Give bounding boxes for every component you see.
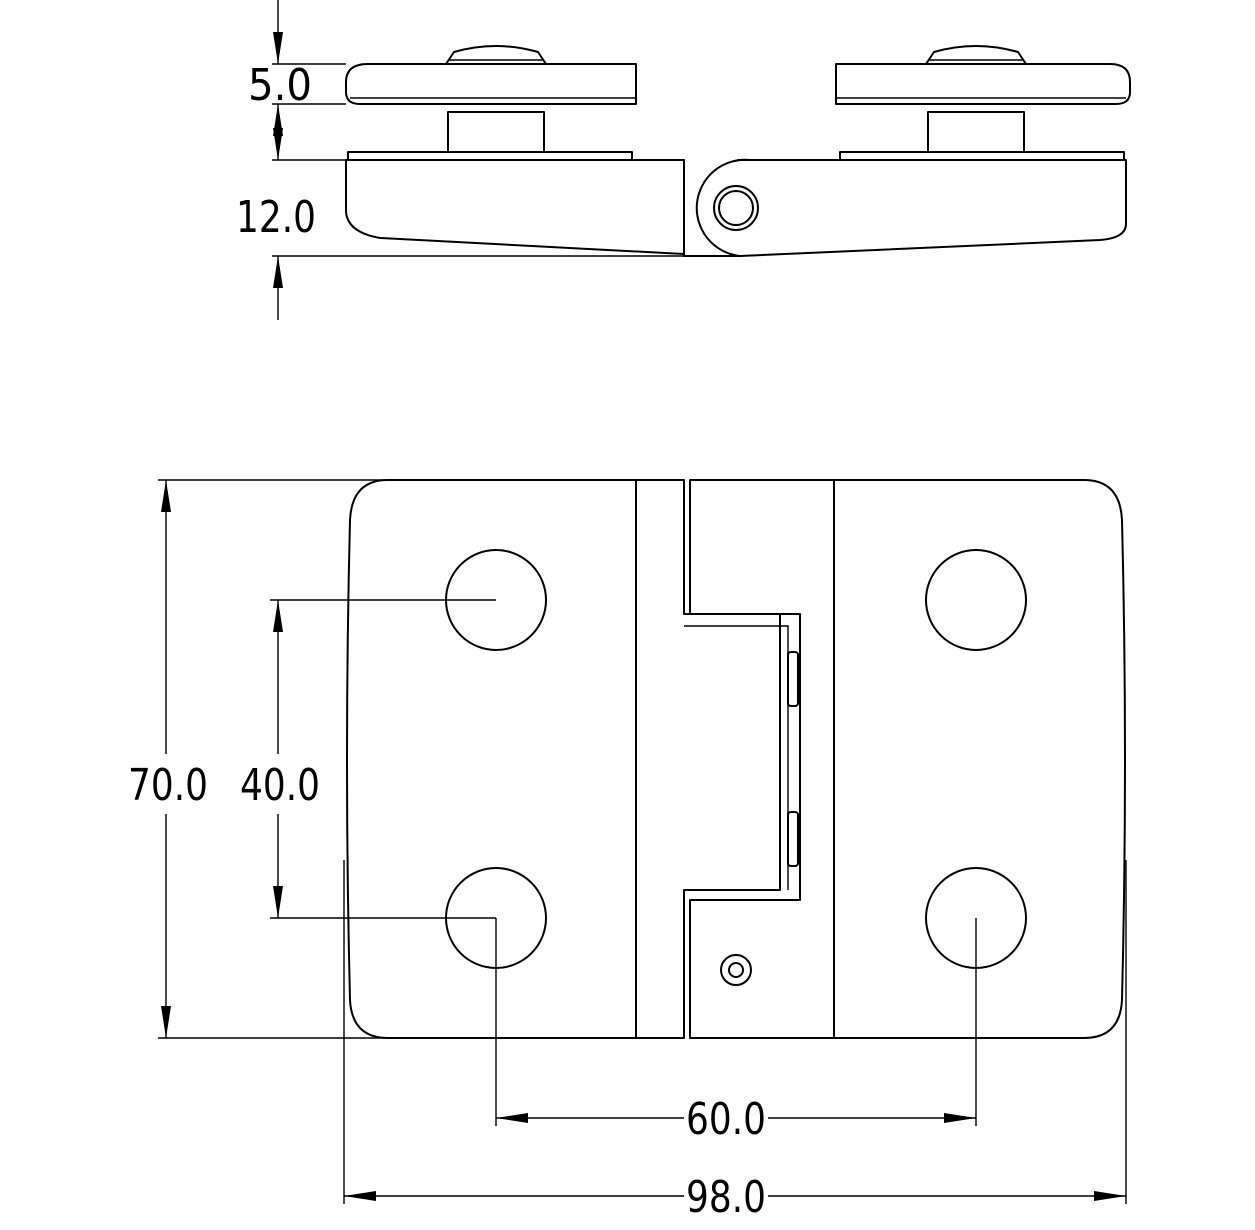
right-leaf-outline	[689, 479, 1126, 1039]
tongue-slot-lower	[787, 811, 799, 867]
dim-arrow-pitch-bottom	[273, 886, 283, 918]
dim-arrow-body-bottom	[273, 256, 283, 288]
dim-label-hole-pitch-horizontal: 60.0	[686, 1094, 766, 1145]
left-cap-plate	[345, 63, 637, 105]
dim-arrow-pitch-right	[944, 1113, 976, 1123]
dim-arrow-pitch-top	[273, 600, 283, 632]
dim-label-overall-width: 98.0	[686, 1172, 766, 1223]
right-post	[927, 111, 1025, 153]
left-leaf-outline	[346, 479, 781, 1039]
hinge-knuckle	[695, 158, 751, 257]
dim-label-hole-pitch-vertical: 40.0	[240, 760, 320, 811]
dim-label-overall-height: 70.0	[128, 760, 208, 811]
mounting-hole-top-right	[925, 549, 1027, 651]
dim-arrow-cap-down	[273, 32, 283, 64]
tongue-inner-line	[684, 625, 789, 890]
dim-arrow-width-left	[344, 1191, 376, 1201]
dim-arrow-height-bottom	[161, 1006, 171, 1038]
side-view-dimensions: 5.0 12.0	[236, 0, 684, 320]
dim-label-cap-height: 5.0	[248, 60, 312, 111]
set-screw-inner	[728, 962, 744, 978]
right-cap-dome	[925, 45, 1027, 65]
set-screw-outer	[720, 954, 752, 986]
dim-arrow-width-right	[1094, 1191, 1126, 1201]
front-view-dimensions: 70.0 40.0 60.0 98.0	[128, 479, 1127, 1223]
pivot-pin-inner	[718, 190, 754, 226]
front-view	[346, 479, 1126, 1039]
left-cap-dome	[445, 45, 547, 65]
side-view	[345, 45, 1131, 257]
dim-arrow-height-top	[161, 480, 171, 512]
left-post	[447, 111, 545, 153]
right-leaf-body	[737, 159, 1127, 257]
left-washer	[347, 151, 633, 161]
tongue-slot-upper	[787, 651, 799, 707]
dim-label-body-thickness: 12.0	[236, 192, 316, 243]
left-leaf-body	[345, 159, 685, 255]
pivot-pin-outer	[713, 185, 759, 231]
dim-arrow-body-top	[273, 128, 283, 160]
dim-arrow-pitch-left	[496, 1113, 528, 1123]
right-washer	[839, 151, 1125, 161]
right-cap-plate	[835, 63, 1131, 105]
